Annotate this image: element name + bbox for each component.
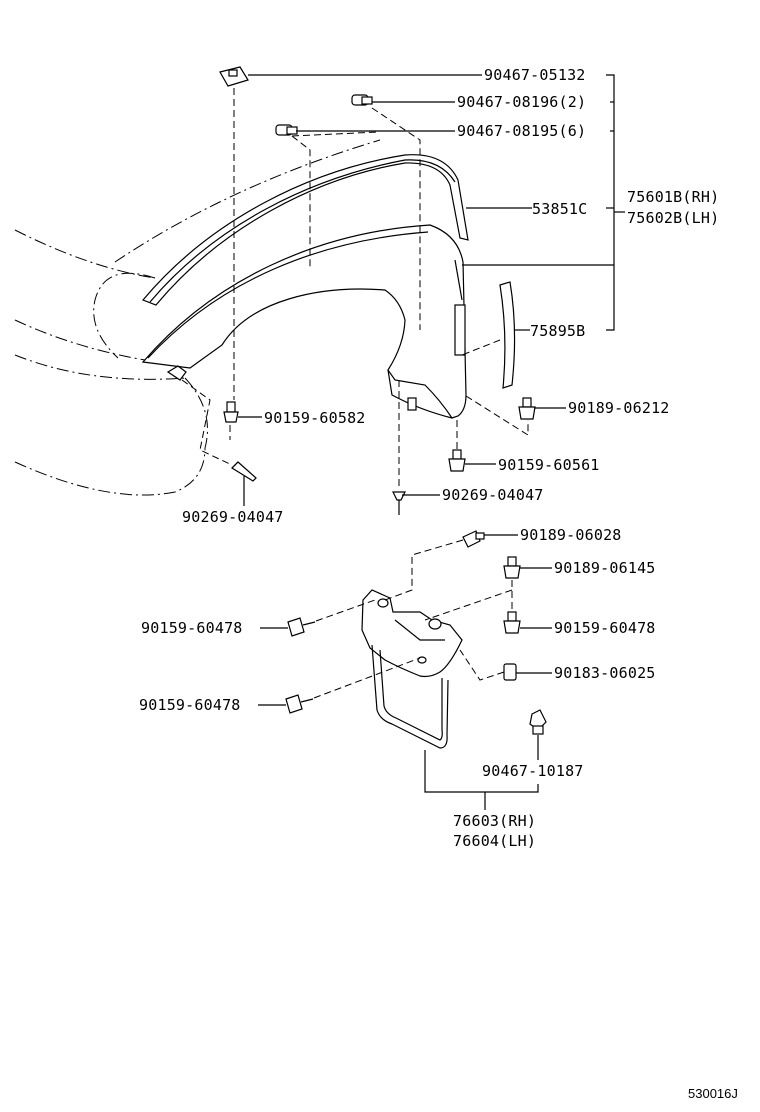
screw-90189-06028-icon (462, 530, 485, 548)
screw-90159-60478-left-bottom-icon (285, 694, 314, 714)
seal-strip (499, 281, 516, 389)
clip-90183-06025-icon (503, 663, 517, 681)
vehicle-body-outline (14, 139, 381, 496)
label-75602b: 75602B(LH) (627, 209, 719, 227)
label-90189-06145: 90189-06145 (554, 559, 656, 577)
leader-lines (238, 74, 625, 810)
label-75601b: 75601B(RH) (627, 188, 719, 206)
label-90467-08196: 90467-08196(2) (457, 93, 586, 111)
label-90159-60478-left-bottom: 90159-60478 (139, 696, 241, 714)
label-90269-04047-mid: 90269-04047 (442, 486, 544, 504)
screw-90159-60478-left-top-icon (287, 617, 316, 637)
clip-90467-05132-icon (219, 66, 249, 87)
label-90159-60561: 90159-60561 (498, 456, 600, 474)
screw-90189-06145-icon (503, 556, 521, 579)
screw-90159-60582-icon (223, 401, 239, 423)
clip-90467-08196-icon (351, 94, 373, 106)
label-90269-04047-left: 90269-04047 (182, 508, 284, 526)
label-53851c: 53851C (532, 200, 587, 218)
label-90159-60478-right: 90159-60478 (554, 619, 656, 637)
label-90159-60478-left-top: 90159-60478 (141, 619, 243, 637)
clip-90467-08195-icon (275, 124, 298, 136)
label-90467-05132: 90467-05132 (484, 66, 586, 84)
clip-90467-10187-icon (529, 709, 547, 735)
rivet-90269-04047-mid-icon (392, 491, 406, 515)
label-76603: 76603(RH) (453, 812, 536, 830)
label-90183-06025: 90183-06025 (554, 664, 656, 682)
fender-flare (141, 224, 467, 419)
screw-90159-60561-icon (448, 449, 466, 472)
label-76604: 76604(LH) (453, 832, 536, 850)
assembly-dashed-lines (181, 88, 529, 699)
diagram-code: 530016J (688, 1086, 738, 1101)
label-90189-06028: 90189-06028 (520, 526, 622, 544)
screw-90189-06212-icon (518, 397, 536, 420)
label-90467-08195: 90467-08195(6) (457, 122, 586, 140)
part-labels: 90467-05132 90467-08196(2) 90467-08195(6… (139, 66, 719, 850)
label-90159-60582: 90159-60582 (264, 409, 366, 427)
label-90189-06212: 90189-06212 (568, 399, 670, 417)
label-75895b: 75895B (530, 322, 585, 340)
rivet-90269-04047-left-icon (231, 461, 257, 482)
screw-90159-60478-right-icon (503, 611, 521, 634)
moulding-strip (142, 154, 469, 306)
label-90467-10187: 90467-10187 (482, 762, 584, 780)
mudguard (361, 589, 463, 749)
